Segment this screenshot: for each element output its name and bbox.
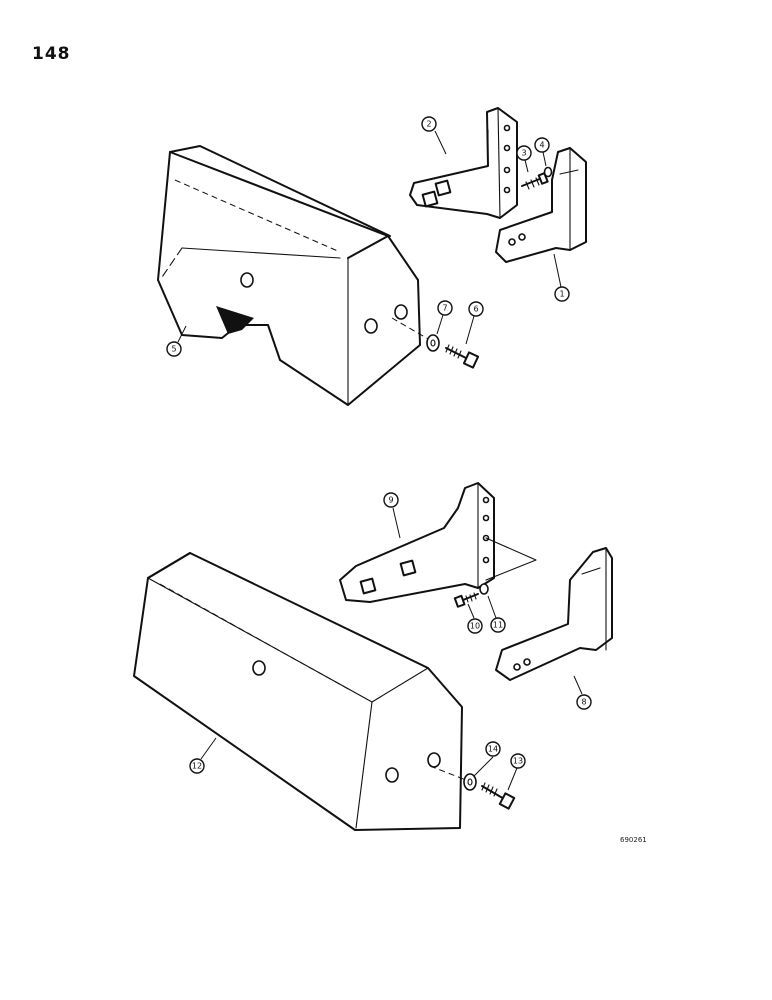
callout-5: 5 bbox=[166, 341, 182, 357]
callout-12: 12 bbox=[189, 758, 205, 774]
svg-text:8: 8 bbox=[581, 698, 586, 707]
callout-7: 7 bbox=[437, 300, 453, 316]
washer-7 bbox=[426, 334, 440, 352]
bracket-left-upper bbox=[409, 107, 518, 219]
washer-11 bbox=[479, 583, 489, 595]
svg-text:12: 12 bbox=[192, 762, 202, 771]
callout-11: 11 bbox=[490, 617, 506, 633]
svg-text:13: 13 bbox=[513, 757, 523, 766]
svg-text:14: 14 bbox=[488, 745, 498, 754]
bracket-left-lower bbox=[339, 482, 495, 603]
callout-4: 4 bbox=[534, 137, 550, 153]
bolt-3 bbox=[521, 172, 549, 190]
page-number: 148 bbox=[32, 44, 71, 64]
callout-14: 14 bbox=[485, 741, 501, 757]
washer-14 bbox=[463, 773, 477, 791]
callout-6: 6 bbox=[468, 301, 484, 317]
callout-10: 10 bbox=[467, 618, 483, 634]
bolt-13 bbox=[481, 782, 516, 810]
bolt-6 bbox=[445, 344, 480, 369]
bolt-10 bbox=[453, 592, 479, 608]
bracket-right-upper bbox=[495, 147, 587, 263]
svg-text:7: 7 bbox=[442, 304, 447, 313]
counterweight-lower bbox=[133, 552, 463, 831]
callout-8: 8 bbox=[576, 694, 592, 710]
callout-9: 9 bbox=[383, 492, 399, 508]
svg-text:9: 9 bbox=[388, 496, 393, 505]
callout-3: 3 bbox=[516, 145, 532, 161]
callout-2: 2 bbox=[421, 116, 437, 132]
svg-text:5: 5 bbox=[171, 345, 176, 354]
svg-text:11: 11 bbox=[493, 621, 503, 630]
svg-text:10: 10 bbox=[470, 622, 480, 631]
svg-text:6: 6 bbox=[473, 305, 478, 314]
svg-text:2: 2 bbox=[426, 120, 431, 129]
washer-4 bbox=[543, 166, 553, 178]
figure-id: 690261 bbox=[620, 836, 647, 844]
callout-13: 13 bbox=[510, 753, 526, 769]
svg-text:1: 1 bbox=[559, 290, 564, 299]
callout-1: 1 bbox=[554, 286, 570, 302]
svg-text:3: 3 bbox=[521, 149, 526, 158]
counterweight-upper bbox=[157, 145, 421, 406]
svg-text:4: 4 bbox=[539, 141, 544, 150]
bracket-right-lower bbox=[495, 547, 613, 681]
